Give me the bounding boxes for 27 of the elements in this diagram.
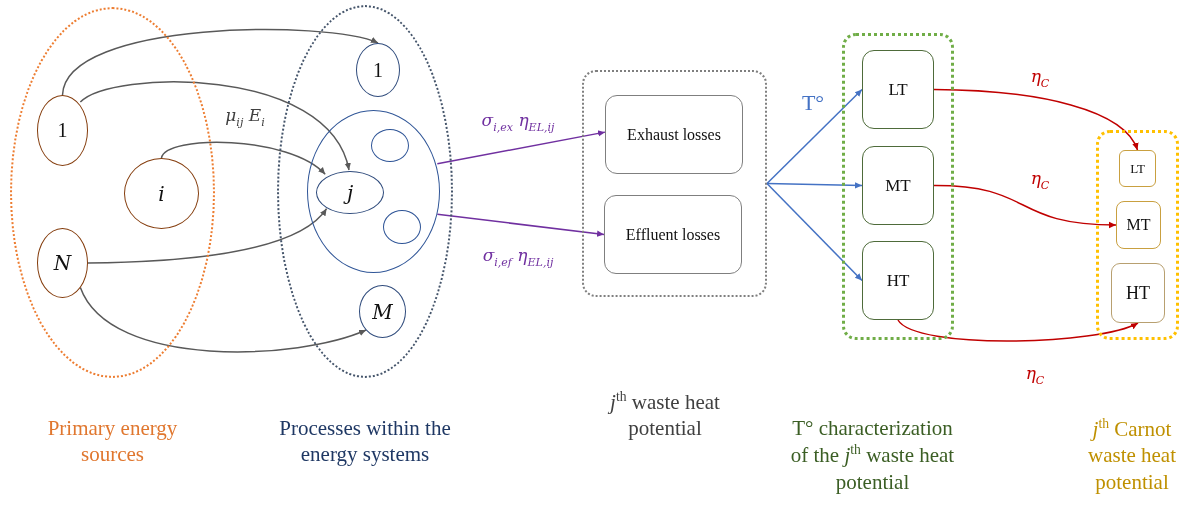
arrow — [436, 130, 606, 165]
temperature-box: HT — [862, 241, 934, 320]
arrow — [61, 28, 379, 96]
carnot-box: MT — [1116, 201, 1161, 249]
carnot-box: LT — [1119, 150, 1156, 187]
temperature-box: LT — [862, 50, 934, 129]
arrow — [87, 207, 328, 264]
arrow — [79, 286, 367, 353]
process-ellipse — [307, 110, 440, 273]
arrow — [436, 213, 605, 237]
arrow — [79, 81, 350, 171]
group-heading: Primary energy sources — [46, 415, 179, 468]
loss-box: Effluent losses — [604, 195, 742, 274]
group-heading: j$^{th}$ waste heat potential — [607, 388, 721, 442]
group-heading: j$^{th}$ Carnot waste heat potential — [1086, 415, 1177, 495]
group-heading: Processes within the energy systems — [278, 415, 452, 468]
arrow — [933, 184, 1117, 228]
carnot-box: HT — [1111, 263, 1165, 323]
group-heading: T° characterization of the j$^{th}$ waste heat potential — [789, 415, 956, 495]
temperature-box: MT — [862, 146, 934, 225]
loss-box: Exhaust losses — [605, 95, 743, 174]
arrow — [766, 182, 863, 282]
process-ellipse: M — [359, 285, 406, 338]
arrow — [160, 141, 326, 176]
arrow — [766, 88, 863, 185]
arrow — [933, 88, 1139, 151]
arrow — [766, 182, 863, 189]
